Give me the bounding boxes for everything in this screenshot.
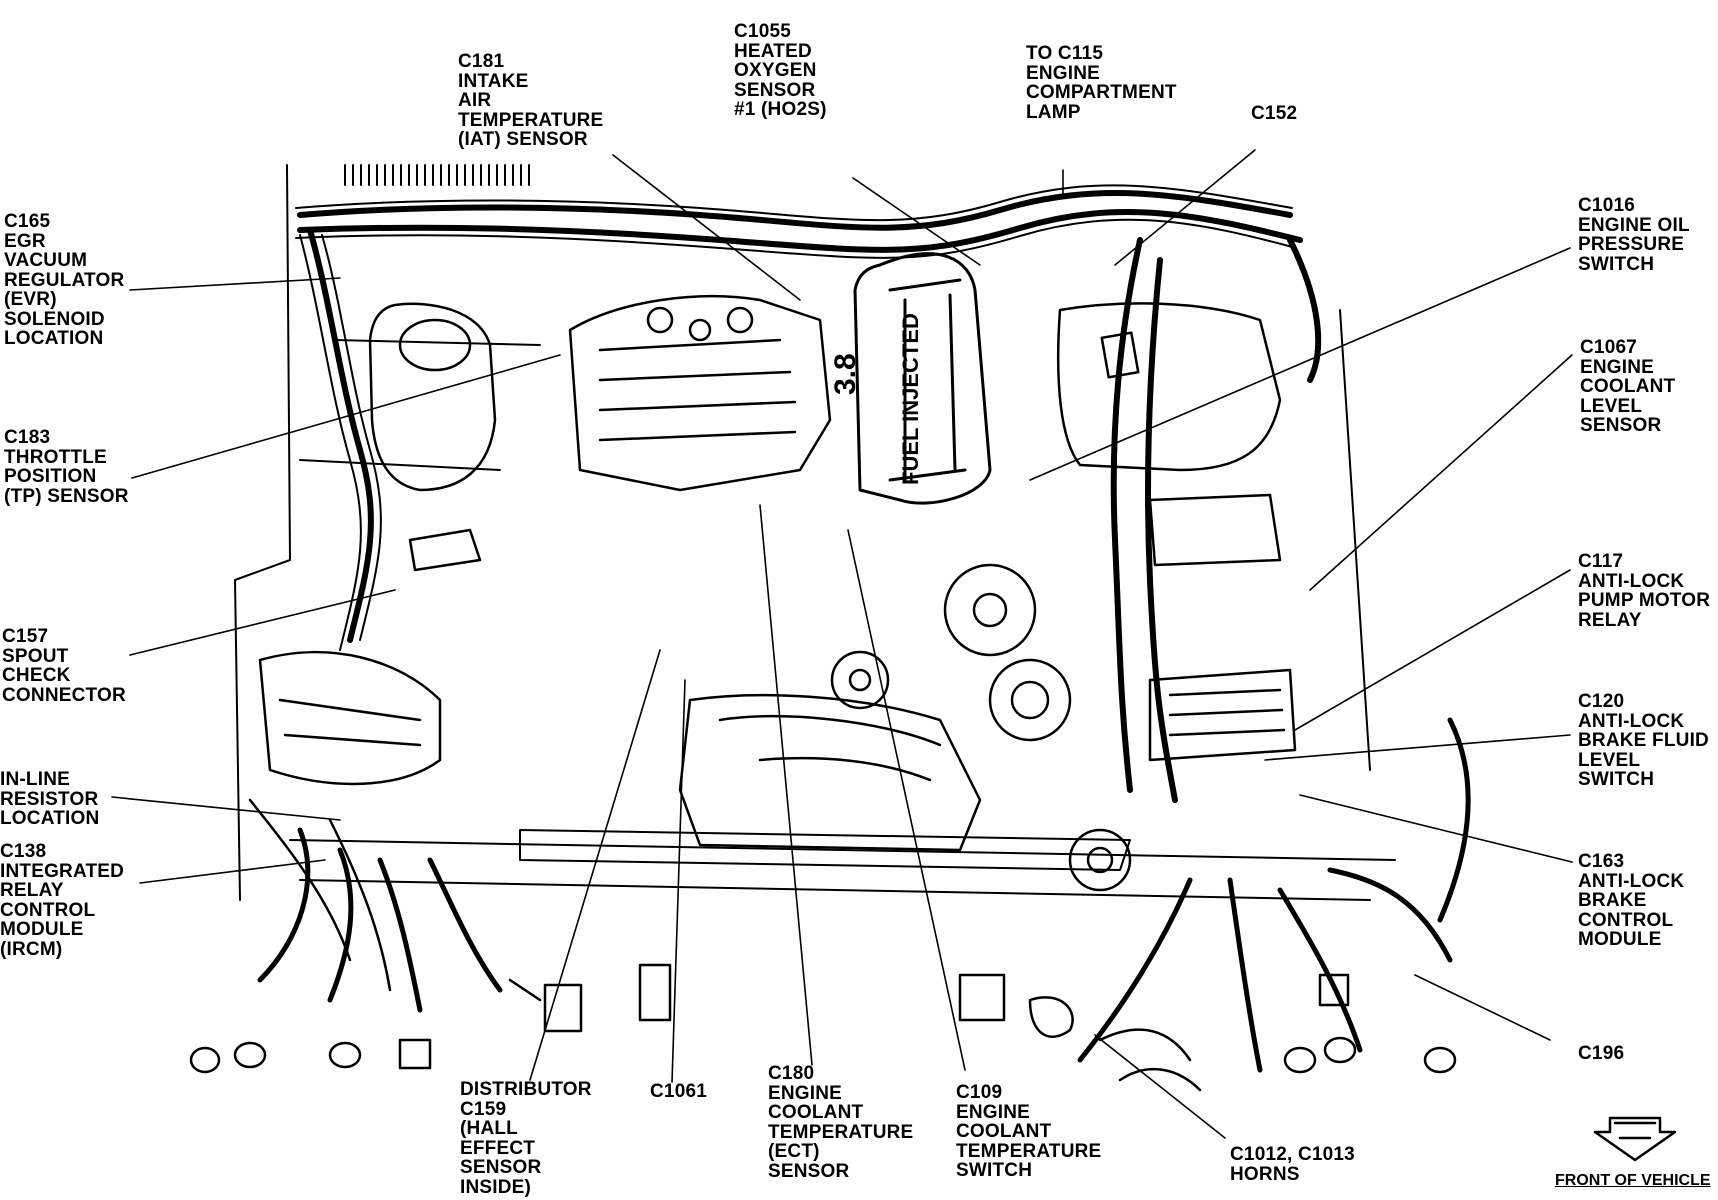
label-c152: C152 (1251, 103, 1298, 124)
body-outline (234, 164, 1396, 901)
main-harness (297, 190, 1322, 803)
label-c138-ircm: C138 INTEGRATED RELAY CONTROL MODULE (IR… (0, 841, 125, 960)
label-c183-tp-sensor: C183 THROTTLE POSITION (TP) SENSOR (4, 427, 129, 507)
label-distributor-c159: DISTRIBUTOR C159 (HALL EFFECT SENSOR INS… (460, 1079, 592, 1198)
label-c181-iat-sensor: C181 INTAKE AIR TEMPERATURE (IAT) SENSOR (458, 51, 604, 150)
label-c1061: C1061 (650, 1081, 707, 1102)
label-horns-c1012-c1013: C1012, C1013 HORNS (1230, 1144, 1355, 1185)
plenum-cover (853, 252, 992, 505)
label-c109-coolant-switch: C109 ENGINE COOLANT TEMPERATURE SWITCH (956, 1082, 1102, 1181)
label-c120-brake-fluid: C120 ANTI-LOCK BRAKE FLUID LEVEL SWITCH (1578, 691, 1709, 790)
lower-right-connectors (1098, 973, 1457, 1092)
coolant-reservoir-left (368, 302, 497, 572)
displacement-text: 3.8 (829, 353, 862, 395)
fan-shroud (678, 693, 982, 852)
left-front-area (248, 650, 442, 992)
lower-left-connectors (189, 978, 583, 1074)
cowl-vents (344, 164, 530, 186)
label-c165-evr-solenoid: C165 EGR VACUUM REGULATOR (EVR) SOLENOID… (4, 211, 125, 349)
engine-intake (568, 295, 832, 492)
label-c157-spout: C157 SPOUT CHECK CONNECTOR (2, 626, 126, 706)
label-c117-pump-relay: C117 ANTI-LOCK PUMP MOTOR RELAY (1578, 551, 1711, 631)
harness-outline (295, 184, 1297, 651)
front-of-vehicle-arrow (1593, 1116, 1677, 1162)
label-c115-engine-lamp: TO C115 ENGINE COMPARTMENT LAMP (1026, 43, 1177, 123)
lower-right-harness (1077, 717, 1471, 1073)
leader-lines (111, 149, 1573, 1139)
fuel-injected-text: FUEL INJECTED (898, 313, 923, 485)
label-c196: C196 (1578, 1043, 1625, 1064)
lower-left-harness (257, 827, 503, 1013)
label-c1055-ho2s: C1055 HEATED OXYGEN SENSOR #1 (HO2S) (734, 21, 827, 120)
label-front-of-vehicle: FRONT OF VEHICLE (1555, 1172, 1711, 1189)
center-connectors (638, 963, 1074, 1038)
label-c1067-coolant-level: C1067 ENGINE COOLANT LEVEL SENSOR (1580, 337, 1676, 436)
label-c163-abs-module: C163 ANTI-LOCK BRAKE CONTROL MODULE (1578, 851, 1685, 950)
label-c1016-oil-pressure: C1016 ENGINE OIL PRESSURE SWITCH (1578, 195, 1690, 275)
plenum-badge: FUEL INJECTED 3.8 (829, 313, 923, 485)
right-fender-components (1056, 302, 1297, 762)
pulleys (830, 563, 1132, 892)
label-c180-ect-sensor: C180 ENGINE COOLANT TEMPERATURE (ECT) SE… (768, 1063, 914, 1182)
label-inline-resistor: IN-LINE RESISTOR LOCATION (0, 769, 100, 829)
